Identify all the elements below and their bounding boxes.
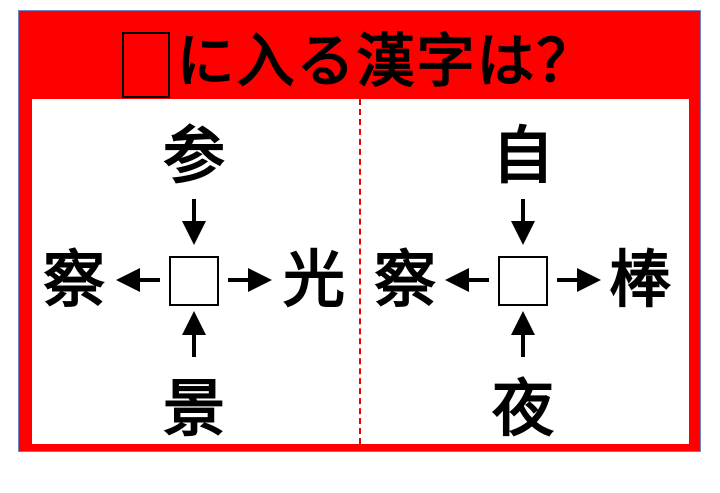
quiz-frame: に入る漢字は？ 参 察 光 景 自 察 棒 夜 [19, 11, 700, 451]
blank-box-left [169, 256, 219, 306]
kanji-bottom-left: 景 [162, 372, 225, 445]
kanji-left-right: 察 [373, 243, 436, 316]
quiz-title: に入る漢字は？ [19, 25, 700, 98]
kanji-right-right: 棒 [608, 243, 671, 316]
blank-box-right [498, 256, 548, 306]
kanji-bottom-right: 夜 [491, 372, 554, 445]
puzzle-area: 参 察 光 景 自 察 棒 夜 [32, 99, 689, 445]
kanji-top-right: 自 [491, 119, 554, 192]
kanji-right-left: 光 [282, 243, 345, 316]
kanji-left-left: 察 [42, 243, 105, 316]
title-text: に入る漢字は？ [176, 27, 597, 95]
blank-box-symbol [122, 31, 171, 98]
dashed-divider [359, 99, 361, 444]
arrows [116, 199, 601, 357]
kanji-top-left: 参 [162, 119, 225, 192]
